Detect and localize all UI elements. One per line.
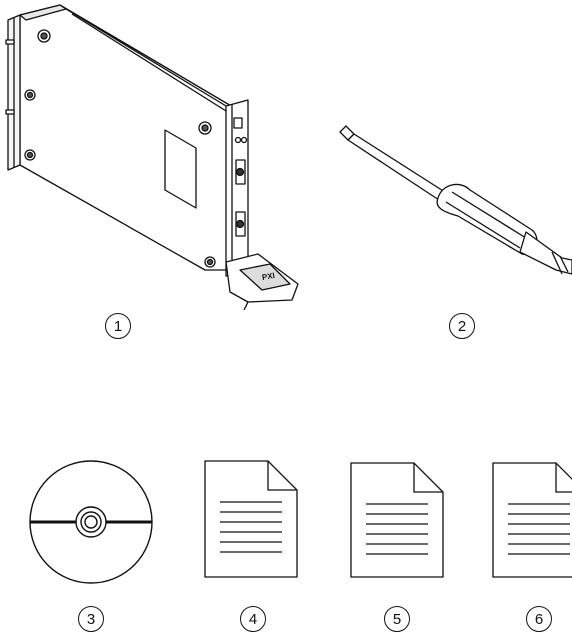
callout-6: 6 [526, 606, 552, 632]
callout-3: 3 [78, 606, 104, 632]
callout-4: 4 [240, 606, 266, 632]
screwdriver-illustration [330, 120, 572, 290]
callout-1: 1 [105, 313, 131, 339]
callout-5: 5 [384, 606, 410, 632]
document-c-illustration [492, 462, 572, 578]
pxi-module-illustration: PXI [0, 0, 310, 310]
cd-disc-illustration [28, 459, 154, 585]
document-b-illustration [350, 462, 444, 578]
callout-2: 2 [449, 313, 475, 339]
document-a-illustration [204, 460, 298, 578]
